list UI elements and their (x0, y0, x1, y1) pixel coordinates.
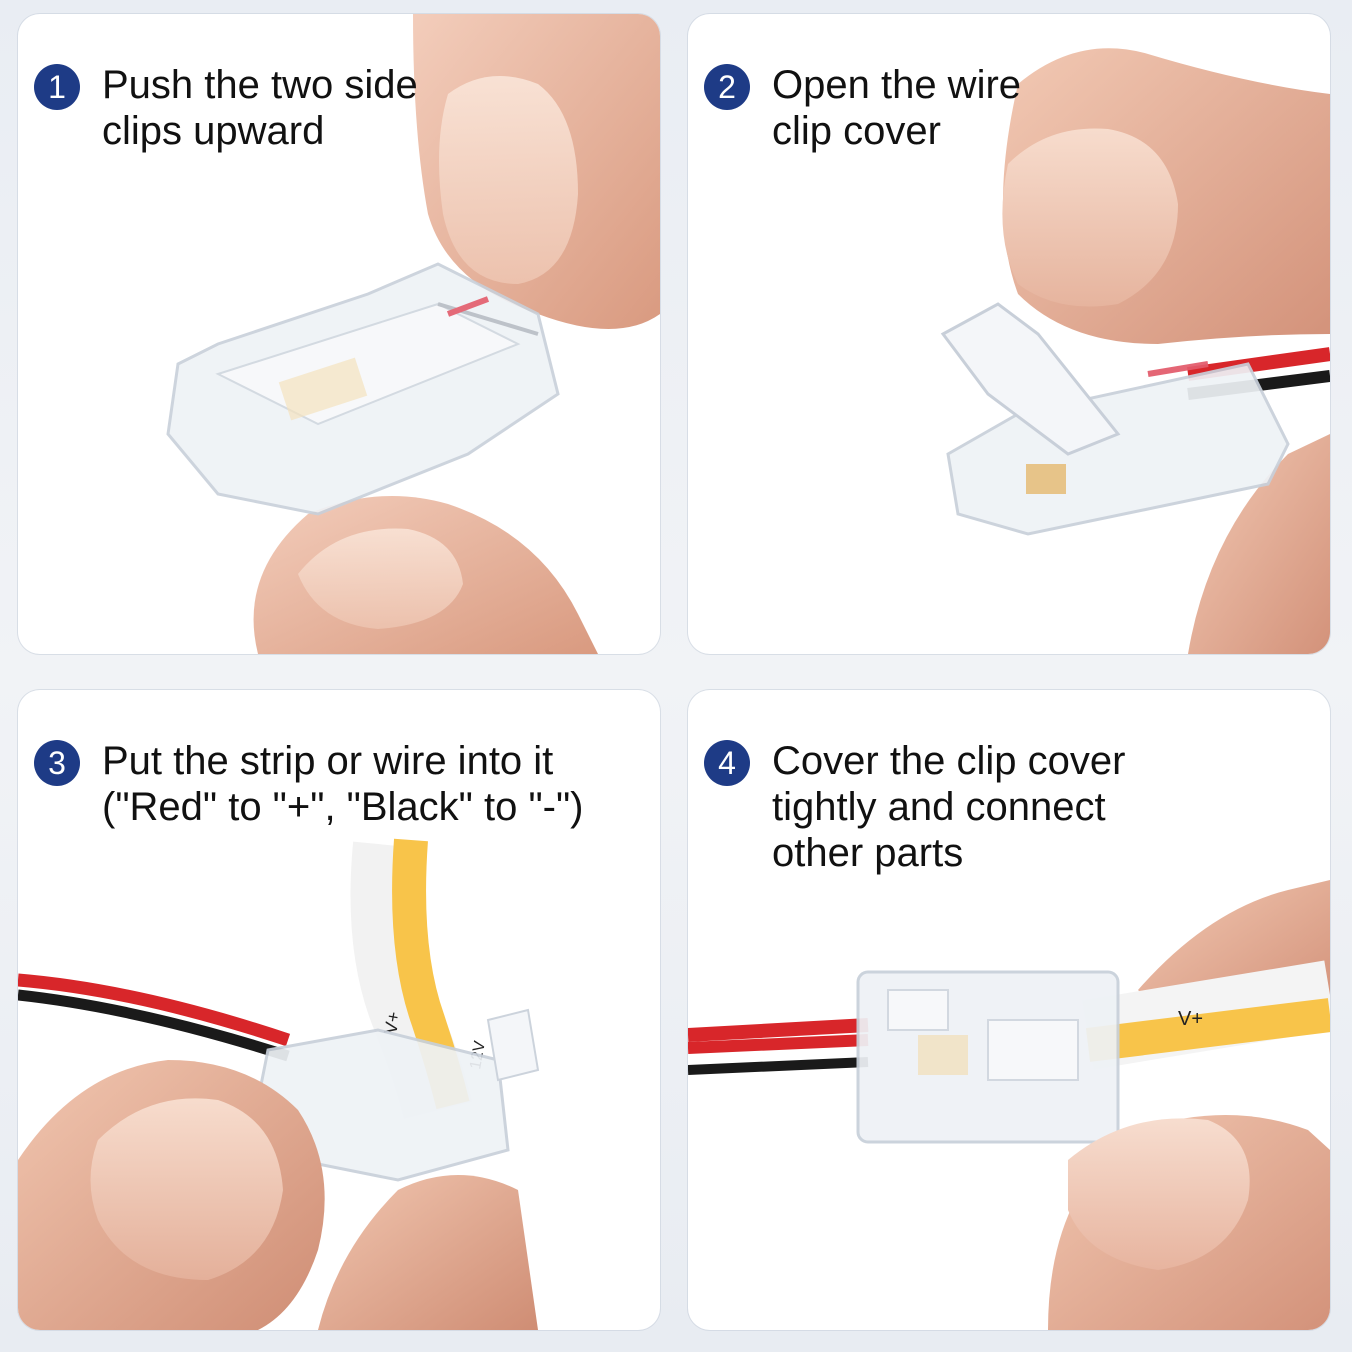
instruction-line: ("Red" to "+", "Black" to "-") (102, 785, 584, 829)
instruction-line: clip cover (772, 109, 941, 153)
step-4-panel: V+ 4 Cover the clip cover tightly and co… (688, 690, 1330, 1330)
step-instruction: Open the wire clip cover (772, 62, 1021, 154)
step-number-badge: 4 (704, 740, 750, 786)
red-wire (18, 973, 291, 1047)
instruction-line: Push the two side (102, 63, 418, 107)
step-number-badge: 3 (34, 740, 80, 786)
step-1-panel: 1 Push the two side clips upward (18, 14, 660, 654)
step-2-panel: 2 Open the wire clip cover (688, 14, 1330, 654)
instruction-line: Open the wire (772, 63, 1022, 107)
instruction-line: Cover the clip cover (772, 739, 1126, 783)
step-instruction: Push the two side clips upward (102, 62, 418, 154)
connector (940, 302, 1290, 536)
step-3-panel: V+ 12V 3 Put the strip or wire into it (… (18, 690, 660, 1330)
strip-plus-marking: V+ (1178, 1008, 1203, 1030)
black-wire (18, 989, 290, 1062)
step-1-caption: 1 Push the two side clips upward (34, 62, 640, 154)
instruction-line: tightly and connect (772, 785, 1106, 829)
instruction-line: clips upward (102, 109, 325, 153)
thumb-bottom (1188, 434, 1330, 654)
connector (166, 262, 560, 516)
step-instruction: Cover the clip cover tightly and connect… (772, 738, 1125, 876)
step-4-photo: V+ (688, 880, 1330, 1330)
connector (856, 970, 1120, 1144)
step-4-caption: 4 Cover the clip cover tightly and conne… (704, 738, 1310, 876)
step-1-photo (166, 14, 660, 654)
instruction-line: other parts (772, 831, 964, 875)
step-3-caption: 3 Put the strip or wire into it ("Red" t… (34, 738, 640, 830)
instruction-line: Put the strip or wire into it (102, 739, 554, 783)
step-number-badge: 1 (34, 64, 80, 110)
step-instruction: Put the strip or wire into it ("Red" to … (102, 738, 584, 830)
step-2-caption: 2 Open the wire clip cover (704, 62, 1310, 154)
connector (256, 1008, 540, 1182)
step-2-photo (940, 48, 1330, 654)
step-3-photo: V+ 12V (18, 838, 540, 1330)
strip-plus-marking: V+ (380, 1010, 404, 1036)
step-number-badge: 2 (704, 64, 750, 110)
red-wire (688, 1018, 869, 1042)
black-wire (688, 1057, 869, 1075)
